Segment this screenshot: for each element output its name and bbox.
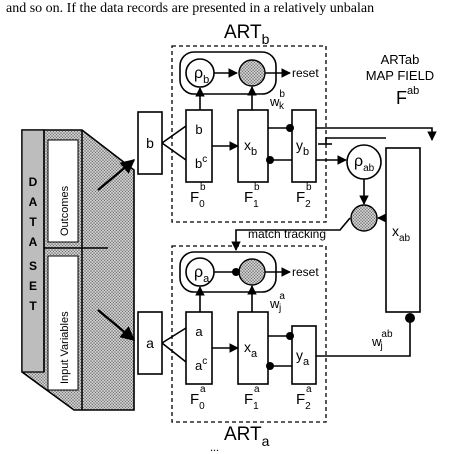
- data-letter: E: [29, 279, 37, 293]
- reset-a-node: [238, 258, 266, 286]
- f0-a-sup: a: [200, 384, 206, 395]
- data-letter: D: [29, 175, 38, 189]
- inputs-arrow: [97, 309, 136, 341]
- map-field-line2: MAP FIELD: [366, 68, 434, 83]
- art-a-dashed-box: [171, 245, 327, 423]
- f0-a-label: F0: [190, 391, 205, 412]
- ya-label: ya: [296, 347, 310, 368]
- f1-b-box: [237, 109, 269, 183]
- reset-top-label: reset: [292, 66, 319, 80]
- f1-b-label: F1: [244, 189, 259, 210]
- f0-b-box: [185, 109, 213, 183]
- art-b-label: ARTb: [224, 22, 270, 47]
- f0-ac: ac: [195, 356, 207, 373]
- f2-b-box: [291, 109, 317, 183]
- input-b-box: [137, 111, 163, 175]
- match-tracking-label: match tracking: [248, 227, 326, 241]
- f1-a-sup: a: [254, 384, 260, 395]
- f0-b-top: b: [195, 122, 202, 137]
- f2-a-box: [291, 325, 317, 385]
- f2-a-label: F2: [296, 391, 311, 412]
- reset-bottom-label: reset: [292, 265, 319, 279]
- match-gain-node: [350, 204, 378, 232]
- f0-b-label: F0: [190, 189, 205, 210]
- art-b-dashed-box: [171, 45, 327, 223]
- art-a-label: ARTa: [224, 424, 270, 449]
- top-caption: and so on. If the data records are prese…: [6, 1, 374, 16]
- f2-a-sup: a: [306, 384, 312, 395]
- rho-ab-label: ρab: [354, 153, 375, 174]
- f0-a-top: a: [195, 324, 203, 339]
- data-letter: S: [29, 259, 37, 273]
- xa-label: xa: [244, 339, 258, 360]
- rho-b-label: ρb: [194, 65, 209, 86]
- input-variables-label: Input Variables: [59, 311, 71, 384]
- data-letter: T: [29, 215, 37, 229]
- bottom-caption: ...: [210, 440, 219, 454]
- data-letter: A: [29, 195, 38, 209]
- f0-a-box: [185, 311, 213, 385]
- input-a-label: a: [146, 335, 154, 351]
- rho-a-label: ρa: [194, 264, 210, 285]
- x-ab-label: xab: [392, 223, 411, 244]
- yb-label: yb: [296, 137, 309, 158]
- data-set-block: Outcomes Input Variables D A T A S E T: [21, 129, 135, 411]
- f0-bc: bc: [195, 154, 207, 171]
- outcomes-label: Outcomes: [59, 185, 71, 236]
- f1-b-sup: b: [254, 182, 260, 193]
- f2-b-sup: b: [306, 182, 312, 193]
- xb-label: xb: [244, 137, 257, 158]
- f0-b-sup: b: [200, 182, 206, 193]
- map-field-line1: ARTab: [381, 52, 420, 67]
- f1-a-label: F1: [244, 391, 259, 412]
- outcomes-arrow: [97, 159, 136, 191]
- map-field-box: [385, 147, 421, 313]
- f1-a-box: [237, 311, 269, 385]
- data-letter: T: [29, 299, 37, 313]
- input-b-label: b: [146, 135, 154, 151]
- f2-b-label: F2: [296, 189, 311, 210]
- map-field-f: Fab: [396, 85, 419, 108]
- reset-b-node: [238, 59, 266, 87]
- data-letter: A: [29, 235, 38, 249]
